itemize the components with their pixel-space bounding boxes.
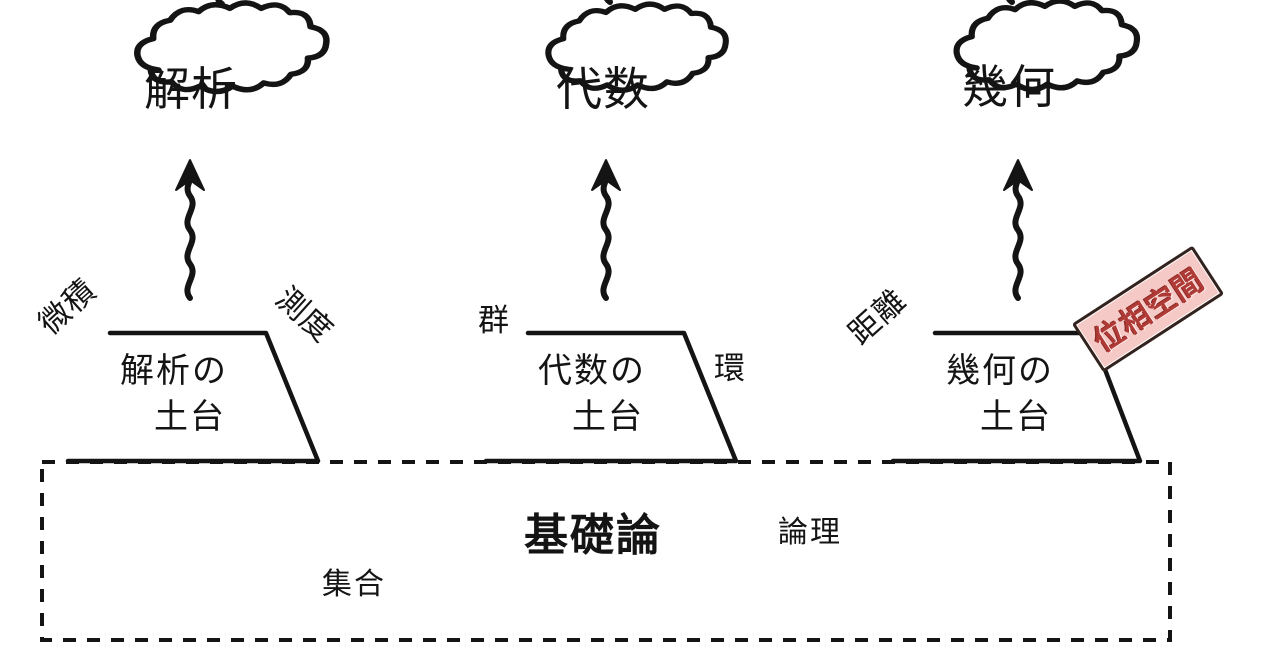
foundation-logic-label: 論理: [778, 515, 842, 550]
cloud-algebra-label: 代数: [556, 62, 650, 116]
squiggle-tail-algebra: [606, 0, 614, 2]
arrow-geometry-up: [1004, 160, 1032, 298]
pillar-geometry-trapezoid: [890, 330, 1143, 464]
arrow-analysis-up: [176, 160, 204, 298]
pillar-algebra-line1: 代数の: [538, 351, 646, 391]
foundation-main-label: 基礎論: [524, 510, 662, 561]
pillar-geometry-line2: 土台: [980, 397, 1052, 437]
cloud-analysis-label: 解析: [144, 62, 238, 116]
squiggle-tail-geometry: [1008, 0, 1016, 2]
pillar-analysis-line1: 解析の: [120, 351, 228, 391]
pillar-algebra-line2: 土台: [572, 397, 644, 437]
pillar-algebra-trapezoid: [483, 330, 739, 464]
pillar-algebra-right-label: 環: [714, 351, 746, 387]
cloud-geometry-label: 幾何: [962, 60, 1056, 114]
pillar-algebra-left-label: 群: [478, 303, 510, 339]
squiggle-tail-analysis: [218, 0, 226, 4]
pillar-analysis-line2: 土台: [154, 397, 226, 437]
foundation-set-label: 集合: [322, 567, 386, 602]
foundation-box: [40, 460, 1172, 642]
pillar-geometry-line1: 幾何の: [946, 351, 1054, 391]
arrow-algebra-up: [592, 160, 620, 298]
pillar-analysis-trapezoid: [65, 330, 321, 464]
